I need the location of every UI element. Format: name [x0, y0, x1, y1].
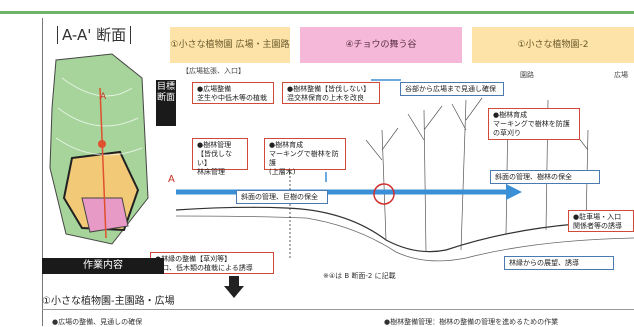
callout-forest-management: ●樹林管理【皆伐しない】林床管理 — [192, 138, 248, 176]
callout-forest-growth-upper: ●樹林育成マーキングで樹林を防護(上層木) — [264, 138, 346, 176]
top-accent-line — [0, 11, 634, 14]
callout-plaza-maintenance: ●広場整備芝生や中低木等の植栽 — [192, 82, 274, 104]
zone-small-botanical-garden: ①小さな植物園 広場・主園路 — [170, 27, 290, 63]
route-title: ①小さな植物園-主園路・広場 — [42, 296, 175, 307]
callout-slope-big-trees: 斜面の管理、巨樹の保全 — [236, 190, 328, 204]
divider — [42, 309, 634, 310]
zone-butterfly-valley: ④チョウの舞う谷 — [300, 27, 462, 63]
zone3-subtitle-plaza: 広場 — [614, 71, 628, 79]
section-title: A-A' 断面 — [57, 24, 143, 46]
zone-small-botanical-garden-2: ①小さな植物園-2 — [472, 27, 634, 63]
footer-right: ●樹林整備管理：樹林の整備の管理を進めるための作業 — [384, 318, 559, 326]
work-content-header: 作業内容 — [42, 258, 164, 274]
note-b-section: ※④は B 断面-2 に記載 — [323, 272, 396, 280]
callout-edge-view: 林縁からの展望、誘導 — [504, 256, 614, 270]
callout-forest-growth-mowing: ●樹林育成マーキングで樹林を防護の草刈り — [488, 108, 580, 140]
zone3-subtitle-path: 園路 — [520, 71, 534, 79]
section-mark-a-left: A — [168, 174, 175, 185]
vertical-label-target-section: 目標断面 — [156, 80, 176, 126]
callout-forest-edge: ●林縁の整備【草刈等】入口、低木類の植栽による誘導 — [150, 252, 274, 274]
footer-left: ●広場の整備、見通しの確保 — [52, 318, 143, 326]
callout-view-to-plaza: 谷部から広場まで見通し確保 — [400, 82, 504, 96]
arrow-down-icon — [224, 276, 244, 298]
callout-slope-forest: 斜面の管理、樹林の保全 — [490, 170, 600, 184]
section-mark-a-top: A — [100, 92, 107, 102]
content-frame — [42, 18, 634, 326]
site-plan-map — [42, 48, 152, 248]
callout-parking-entrance: ●駐車場・入口関係者等の誘導 — [568, 210, 634, 232]
callout-forest-maintenance: ●樹林整備【皆伐しない】混交林保育の上木を改良 — [282, 82, 380, 104]
zone1-subtitle: 【広場拡張、入口】 — [182, 67, 245, 75]
